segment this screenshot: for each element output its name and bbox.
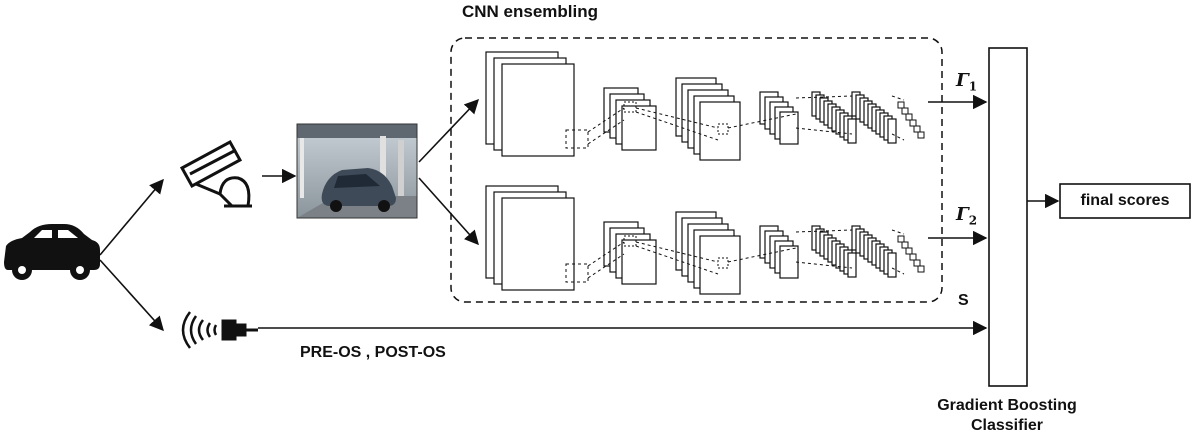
cnn-output-2-label: Γ2	[956, 204, 978, 228]
fully-connected-layer	[897, 101, 925, 139]
security-camera-icon	[179, 139, 252, 208]
conv-layer-4	[811, 91, 857, 144]
conv-layer-3	[759, 225, 799, 279]
cnn-pipeline-1	[485, 51, 925, 161]
classifier-label: Gradient Boosting Classifier	[912, 396, 1102, 436]
conv-layer-2	[675, 211, 741, 295]
classifier-label-line-2: Classifier	[970, 417, 1044, 434]
cnn-pipeline-2	[485, 185, 925, 295]
input-feature-maps	[485, 185, 575, 291]
final-scores-label: final scores	[1080, 192, 1170, 209]
car-to-sensor-arrow	[99, 259, 164, 332]
photo-to-cnn2-arrow	[418, 177, 479, 246]
connection-line	[587, 119, 625, 145]
photo-to-cnn1-arrow	[418, 98, 479, 163]
connection-line	[635, 111, 719, 141]
receptive-field	[565, 129, 589, 149]
cnn-ensembling-title: CNN ensembling	[462, 2, 599, 21]
sensor-label: PRE-OS , POST-OS	[300, 344, 446, 361]
car-to-camera-arrow	[99, 178, 164, 256]
conv-layer-3	[759, 91, 799, 145]
connection-line	[891, 133, 905, 141]
input-feature-maps	[485, 51, 575, 157]
cnn-ensemble-box	[450, 37, 943, 303]
conv-layer-1	[603, 87, 657, 151]
connection-line	[891, 95, 905, 101]
receptive-field	[623, 101, 637, 113]
receptive-field	[565, 263, 589, 283]
connection-line	[635, 107, 719, 129]
receptive-field	[717, 123, 729, 135]
gradient-boosting-classifier-box	[988, 47, 1028, 387]
classifier-label-line-1: Gradient Boosting	[937, 397, 1077, 414]
connection-line	[891, 229, 905, 235]
connection-line	[635, 241, 719, 263]
car-icon	[4, 224, 100, 280]
cnn-output-1-label: Γ1	[956, 70, 978, 94]
vehicle-photo	[296, 123, 418, 219]
conv-layer-2	[675, 77, 741, 161]
sensor-output-label: S	[958, 292, 969, 309]
conv-layer-5	[851, 225, 897, 278]
fully-connected-layer	[897, 235, 925, 273]
connection-line	[587, 241, 625, 267]
receptive-field	[623, 235, 637, 247]
conv-layer-5	[851, 91, 897, 144]
connection-line	[891, 267, 905, 275]
conv-layer-1	[603, 221, 657, 285]
radar-sensor-icon	[181, 311, 258, 349]
conv-layer-4	[811, 225, 857, 278]
receptive-field	[717, 257, 729, 269]
final-scores-box	[1059, 183, 1191, 219]
connection-line	[635, 245, 719, 275]
connection-line	[587, 107, 625, 133]
connection-line	[587, 253, 625, 279]
